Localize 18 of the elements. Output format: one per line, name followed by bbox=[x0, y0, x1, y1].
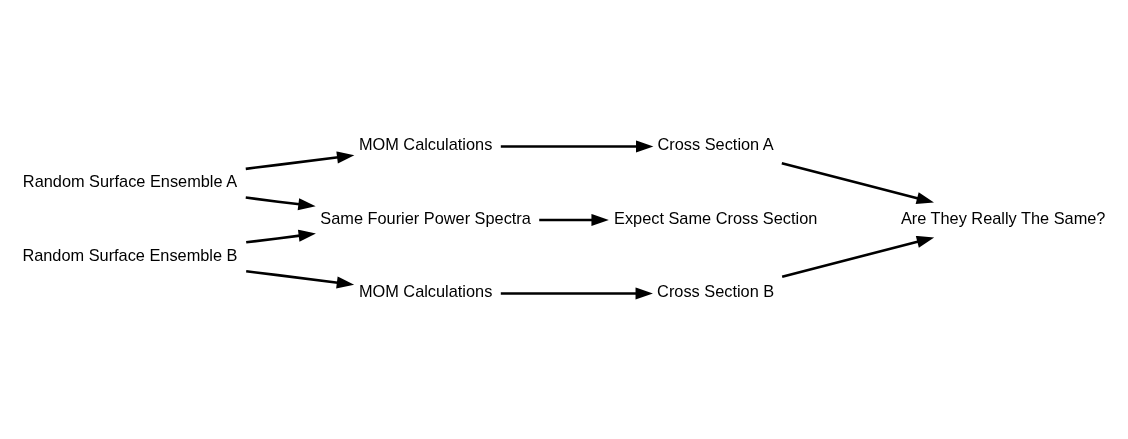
arrow bbox=[500, 139, 654, 153]
node-text: MOM Calculations bbox=[358, 134, 493, 153]
arrow bbox=[245, 195, 316, 210]
arrow bbox=[246, 229, 316, 244]
node-text: Random Surface Ensemble B bbox=[22, 245, 238, 264]
arrow bbox=[246, 269, 355, 289]
arrow bbox=[781, 235, 935, 278]
node-text: Same Fourier Power Spectra bbox=[320, 208, 531, 227]
arrow bbox=[539, 213, 609, 226]
node-text: Random Surface Ensemble A bbox=[22, 171, 238, 190]
node-text: Cross Section A bbox=[657, 134, 774, 153]
arrow bbox=[500, 286, 653, 300]
node-text: Cross Section B bbox=[657, 281, 775, 300]
node-text: MOM Calculations bbox=[358, 281, 493, 300]
node-text: Expect Same Cross Section bbox=[614, 208, 818, 227]
node-text: Are They Really The Same? bbox=[900, 208, 1106, 227]
arrow bbox=[781, 161, 934, 204]
arrow bbox=[245, 150, 355, 170]
